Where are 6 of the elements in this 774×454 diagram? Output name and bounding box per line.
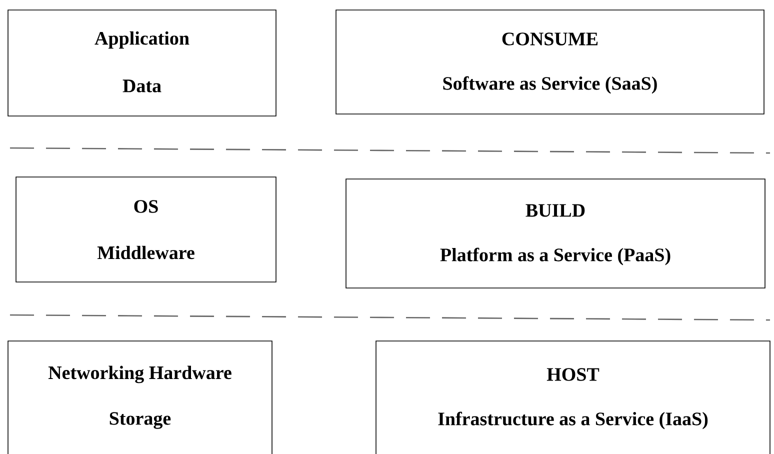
- layer-box: Networking Hardware Storage: [8, 340, 272, 454]
- layer-box: HOST Infrastructure as a Service (IaaS): [376, 340, 770, 454]
- layer-box: CONSUME Software as Service (SaaS): [336, 10, 764, 114]
- layer-box: BUILD Platform as a Service (PaaS): [346, 178, 766, 288]
- layer-box: OS Middleware: [16, 176, 276, 282]
- layer-box: Application Data: [8, 10, 276, 116]
